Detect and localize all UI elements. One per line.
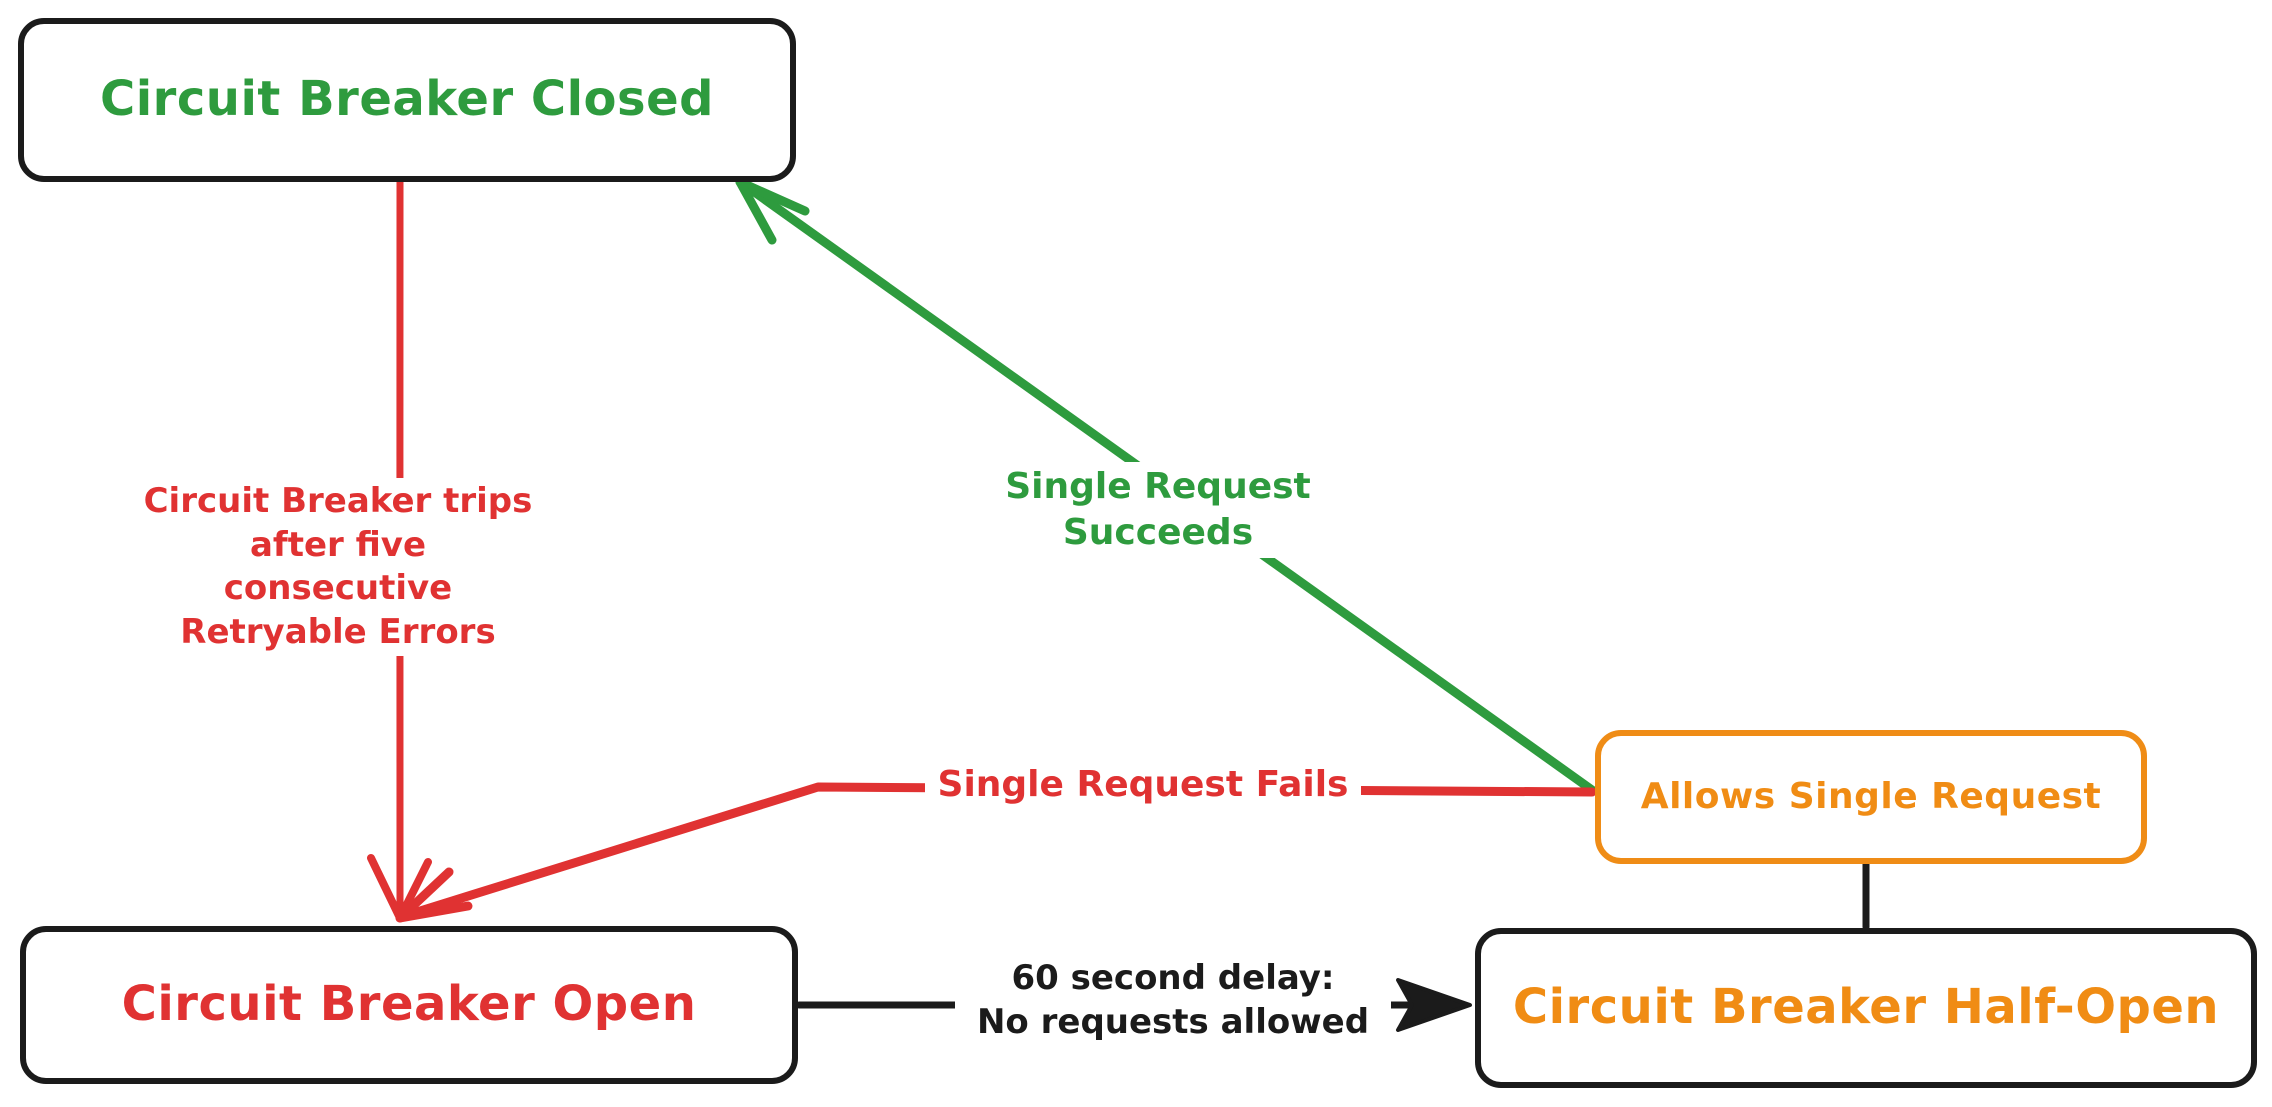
edge-label-allows-to-closed: Single Request Succeeds bbox=[900, 462, 1416, 559]
edge-label-allows-to-open: Single Request Fails bbox=[925, 760, 1361, 811]
node-allows-single-request[interactable]: Allows Single Request bbox=[1595, 730, 2147, 864]
node-label-halfopen: Circuit Breaker Half-Open bbox=[1512, 979, 2220, 1036]
node-label-allows: Allows Single Request bbox=[1640, 776, 2102, 818]
edge-label-closed-to-open: Circuit Breaker trips after five consecu… bbox=[130, 478, 546, 657]
edge-label-open-to-halfopen: 60 second delay: No requests allowed bbox=[955, 955, 1391, 1047]
node-circuit-breaker-open[interactable]: Circuit Breaker Open bbox=[20, 926, 798, 1084]
node-label-open: Circuit Breaker Open bbox=[121, 976, 697, 1033]
node-circuit-breaker-half-open[interactable]: Circuit Breaker Half-Open bbox=[1475, 928, 2257, 1088]
node-label-closed: Circuit Breaker Closed bbox=[100, 71, 714, 128]
node-circuit-breaker-closed[interactable]: Circuit Breaker Closed bbox=[18, 18, 796, 182]
